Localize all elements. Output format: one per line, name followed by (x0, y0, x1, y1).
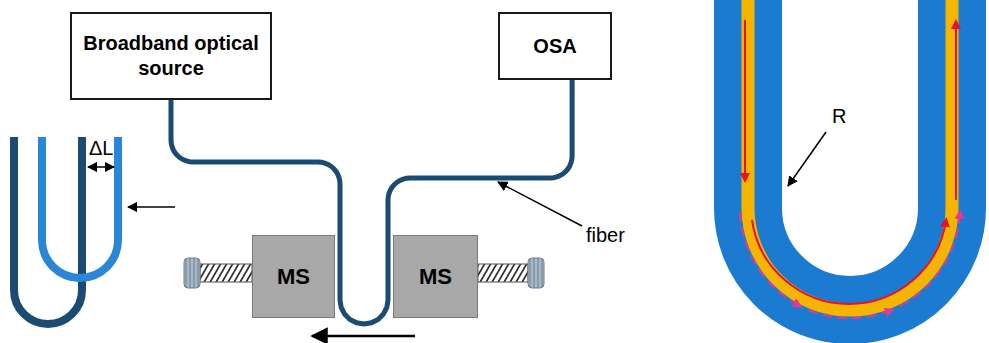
node-text: Broadband optical source (82, 31, 260, 81)
part-label: fiber (586, 224, 625, 247)
leader-line (498, 182, 582, 226)
node-text: MS (277, 264, 310, 290)
stage-block: MS (252, 235, 335, 318)
bent-fiber-inset (14, 137, 175, 324)
stage-block: MS (393, 235, 478, 318)
bent-fiber-section (740, 0, 960, 318)
node-text: OSA (533, 34, 576, 59)
optical-fiber (171, 80, 572, 324)
micrometer-screw (184, 258, 544, 288)
dimension-label: ΔL (89, 137, 113, 160)
motion-arrow (312, 335, 415, 338)
node-text: MS (419, 264, 452, 290)
light-source-box: Broadband optical source (70, 12, 272, 100)
analyzer-box: OSA (498, 12, 612, 80)
radius-label: R (832, 105, 846, 128)
